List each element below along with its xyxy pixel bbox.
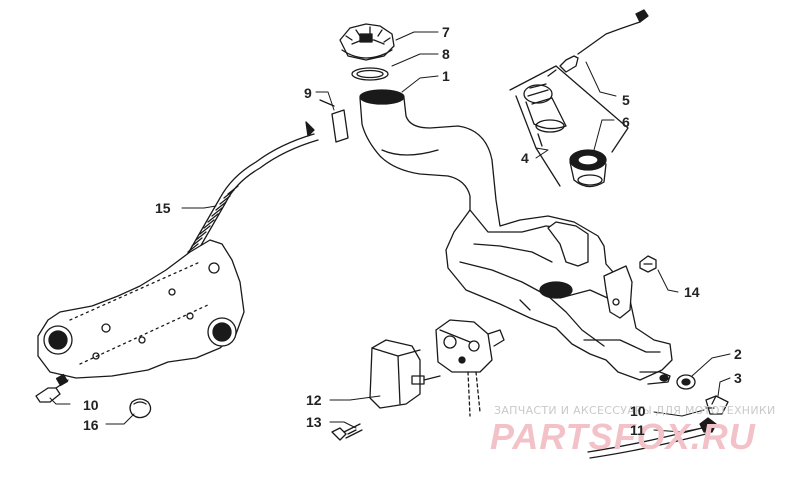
callout-7: 7 (442, 24, 450, 40)
fuel-sender-part-5 (523, 9, 649, 147)
clamp-part-16 (129, 398, 152, 419)
mounting-plate (37, 239, 245, 379)
fuel-pump-part-12 (369, 319, 505, 417)
fuel-line-right (587, 427, 707, 459)
callout-16: 16 (83, 417, 99, 433)
callout-3: 3 (734, 370, 742, 386)
o-ring-part-8 (351, 67, 389, 81)
callout-6: 6 (622, 114, 630, 130)
nut-part-14 (639, 255, 657, 273)
filler-cap-part-7 (339, 23, 395, 61)
screw-part-13 (331, 423, 363, 441)
callout-12: 12 (306, 392, 322, 408)
grommet-part-6 (569, 149, 607, 188)
fitting-part-10-left (35, 373, 69, 403)
callout-1: 1 (442, 68, 450, 84)
callout-9: 9 (304, 85, 312, 101)
callout-4: 4 (521, 150, 529, 166)
callout-5: 5 (622, 92, 630, 108)
callout-15: 15 (155, 200, 171, 216)
watermark-brand: PARTSFOX.RU (490, 416, 756, 457)
decal-part-9 (331, 109, 349, 143)
callout-10-right: 10 (630, 403, 646, 419)
watermark-tagline: ЗАПЧАСТИ И АКСЕССУАРЫ ДЛЯ МОТОТЕХНИКИ (494, 404, 776, 417)
leader-lines (49, 31, 731, 433)
fuel-tank-part-1 (359, 89, 673, 385)
clamp-part-11 (699, 417, 717, 433)
bushing-part-2 (676, 374, 696, 390)
callout-14: 14 (684, 284, 700, 300)
elbow-part-3 (705, 395, 729, 415)
callout-13: 13 (306, 414, 322, 430)
callout-11: 11 (630, 422, 645, 438)
callout-8: 8 (442, 46, 450, 62)
callout-10-left: 10 (83, 397, 99, 413)
callout-2: 2 (734, 346, 742, 362)
